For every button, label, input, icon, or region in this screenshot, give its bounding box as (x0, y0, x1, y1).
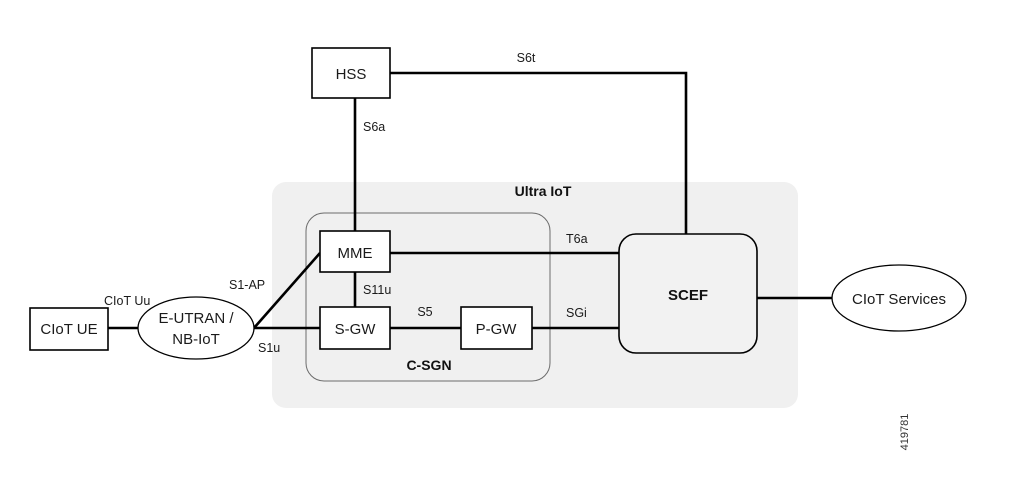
link-s1u-label: S1u (258, 341, 280, 355)
node-ciot-ue: CIoT UE (29, 307, 109, 351)
link-s1ap-label: S1-AP (229, 278, 265, 292)
node-scef-shape (618, 233, 758, 354)
node-mme-shape (319, 230, 391, 273)
link-s1ap (253, 252, 321, 329)
link-s5-label: S5 (417, 305, 432, 319)
node-eutran-shape (137, 296, 255, 360)
node-scef: SCEF (618, 233, 758, 354)
node-ciot-ue-label: CIoT UE (40, 321, 97, 338)
node-ciot-services: CIoT Services (831, 264, 967, 332)
node-ciot-services-label: CIoT Services (852, 291, 946, 308)
node-eutran-label-2: NB-IoT (172, 331, 220, 348)
link-s11u-label: S11u (363, 283, 391, 297)
link-ciot-uu-label: CIoT Uu (104, 294, 150, 308)
link-s6t (390, 71, 688, 235)
node-sgw-label: S-GW (335, 321, 377, 338)
node-ciot-ue-shape (29, 307, 109, 351)
region-c-sgn (305, 212, 551, 382)
node-hss-shape (311, 47, 391, 99)
node-pgw: P-GW (460, 306, 533, 350)
node-hss: HSS (311, 47, 391, 99)
node-eutran-label: E-UTRAN / (159, 310, 235, 327)
node-pgw-label: P-GW (476, 321, 518, 338)
node-mme: MME (319, 230, 391, 273)
link-sgi-label: SGi (566, 306, 587, 320)
link-s6a-label: S6a (363, 120, 385, 134)
node-sgw: S-GW (319, 306, 391, 350)
node-eutran: E-UTRAN / NB-IoT (137, 296, 255, 360)
node-sgw-shape (319, 306, 391, 350)
link-s6t-label: S6t (517, 51, 536, 65)
figure-id-label: 419781 (899, 414, 911, 451)
region-ultra-iot-label: Ultra IoT (515, 183, 572, 199)
node-pgw-shape (460, 306, 533, 350)
node-hss-label: HSS (336, 66, 367, 83)
node-scef-label: SCEF (668, 287, 708, 304)
node-ciot-services-shape (831, 264, 967, 332)
node-mme-label: MME (338, 245, 373, 262)
link-t6a-label: T6a (566, 232, 588, 246)
region-c-sgn-label: C-SGN (406, 357, 451, 373)
